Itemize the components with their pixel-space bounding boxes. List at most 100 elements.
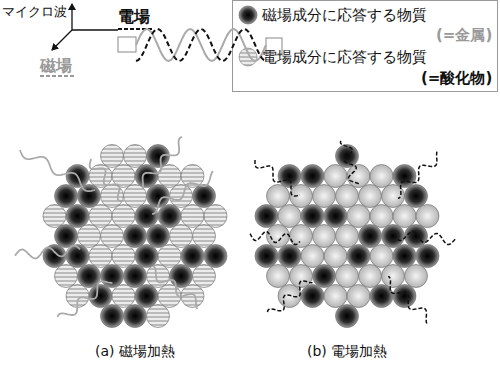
oxide-particle xyxy=(382,265,405,288)
caption-label: (a) 磁場加熱 xyxy=(95,344,175,359)
metal-particle xyxy=(359,225,382,248)
metal-particle xyxy=(158,205,181,228)
electric-wave xyxy=(341,141,360,184)
legend-note: (=酸化物) xyxy=(421,70,492,87)
magnetic-wave xyxy=(15,246,80,259)
magnetic-wave xyxy=(143,137,182,188)
metal-particle xyxy=(255,205,278,228)
oxide-particle xyxy=(313,225,336,248)
legend-note: (=金属) xyxy=(436,27,492,44)
oxide-particle xyxy=(147,305,170,328)
oxide-particle xyxy=(416,205,439,228)
oxide-particle xyxy=(170,225,193,248)
oxide-particle xyxy=(370,165,393,188)
caption-label: (b) 電場加熱 xyxy=(307,344,387,359)
metal-particle xyxy=(124,225,147,248)
electric-wave xyxy=(250,232,300,245)
oxide-particle xyxy=(158,245,181,268)
oxide-particle xyxy=(112,205,135,228)
oxide-particle xyxy=(370,205,393,228)
oxide-particle xyxy=(324,285,347,308)
magnetic-wave xyxy=(90,159,124,201)
wave-end-box xyxy=(118,37,136,52)
electric-wave xyxy=(268,281,313,312)
oxide-particle xyxy=(313,185,336,208)
oxide-particle xyxy=(290,225,313,248)
legend-swatch xyxy=(239,6,257,24)
axis xyxy=(72,29,118,30)
oxide-particle xyxy=(170,185,193,208)
metal-particle xyxy=(101,305,124,328)
metal-particle xyxy=(170,265,193,288)
metal-particle xyxy=(278,245,301,268)
metal-particle xyxy=(416,245,439,268)
oxide-particle xyxy=(101,145,124,168)
legend-text: 電場成分に応答する物質 xyxy=(262,49,427,66)
oxide-particle xyxy=(124,145,147,168)
oxide-particle xyxy=(324,245,347,268)
magnetic-wave xyxy=(136,29,266,61)
metal-particle xyxy=(278,165,301,188)
label-dash xyxy=(40,75,76,77)
metal-particle xyxy=(324,205,347,228)
field-label: 電場 xyxy=(118,8,150,26)
axis-label: マイクロ波 xyxy=(2,5,67,19)
legend-text: 磁場成分に応答する物質 xyxy=(262,7,427,24)
oxide-particle xyxy=(55,265,78,288)
metal-particle xyxy=(147,225,170,248)
electric-wave xyxy=(395,232,455,245)
magnetic-wave xyxy=(152,171,213,214)
metal-particle xyxy=(336,305,359,328)
metal-particle xyxy=(405,225,428,248)
oxide-particle xyxy=(301,245,324,268)
oxide-particle xyxy=(43,205,66,228)
oxide-particle xyxy=(193,225,216,248)
metal-particle xyxy=(393,285,416,308)
oxide-particle xyxy=(204,205,227,228)
electric-wave xyxy=(388,276,427,323)
oxide-particle xyxy=(336,225,359,248)
oxide-particle xyxy=(359,185,382,208)
metal-particle xyxy=(55,185,78,208)
metal-particle xyxy=(301,165,324,188)
metal-particle xyxy=(301,285,324,308)
oxide-particle xyxy=(112,285,135,308)
metal-particle xyxy=(78,185,101,208)
oxide-particle xyxy=(267,265,290,288)
oxide-particle xyxy=(290,185,313,208)
axis xyxy=(52,30,72,50)
magnetic-wave xyxy=(58,281,113,317)
field-label: 磁場 xyxy=(40,57,72,75)
oxide-particle xyxy=(336,185,359,208)
oxide-particle xyxy=(89,205,112,228)
oxide-particle xyxy=(405,265,428,288)
metal-particle xyxy=(135,245,158,268)
electric-wave xyxy=(398,152,437,199)
metal-particle xyxy=(124,265,147,288)
oxide-particle xyxy=(181,205,204,228)
oxide-particle xyxy=(78,225,101,248)
oxide-particle xyxy=(347,205,370,228)
magnetic-wave xyxy=(153,266,198,309)
electric-wave xyxy=(136,29,266,61)
electric-wave xyxy=(255,160,300,196)
metal-particle xyxy=(393,245,416,268)
metal-particle xyxy=(124,305,147,328)
metal-particle xyxy=(405,185,428,208)
oxide-particle xyxy=(359,265,382,288)
metal-particle xyxy=(204,245,227,268)
metal-particle xyxy=(147,145,170,168)
metal-particle xyxy=(55,225,78,248)
oxide-particle xyxy=(147,265,170,288)
oxide-particle xyxy=(112,245,135,268)
metal-particle xyxy=(382,225,405,248)
oxide-particle xyxy=(278,205,301,228)
metal-particle xyxy=(193,185,216,208)
metal-particle xyxy=(181,245,204,268)
oxide-particle xyxy=(290,265,313,288)
oxide-particle xyxy=(324,165,347,188)
oxide-particle xyxy=(347,285,370,308)
metal-particle xyxy=(301,205,324,228)
metal-particle xyxy=(66,205,89,228)
axis xyxy=(71,4,72,30)
